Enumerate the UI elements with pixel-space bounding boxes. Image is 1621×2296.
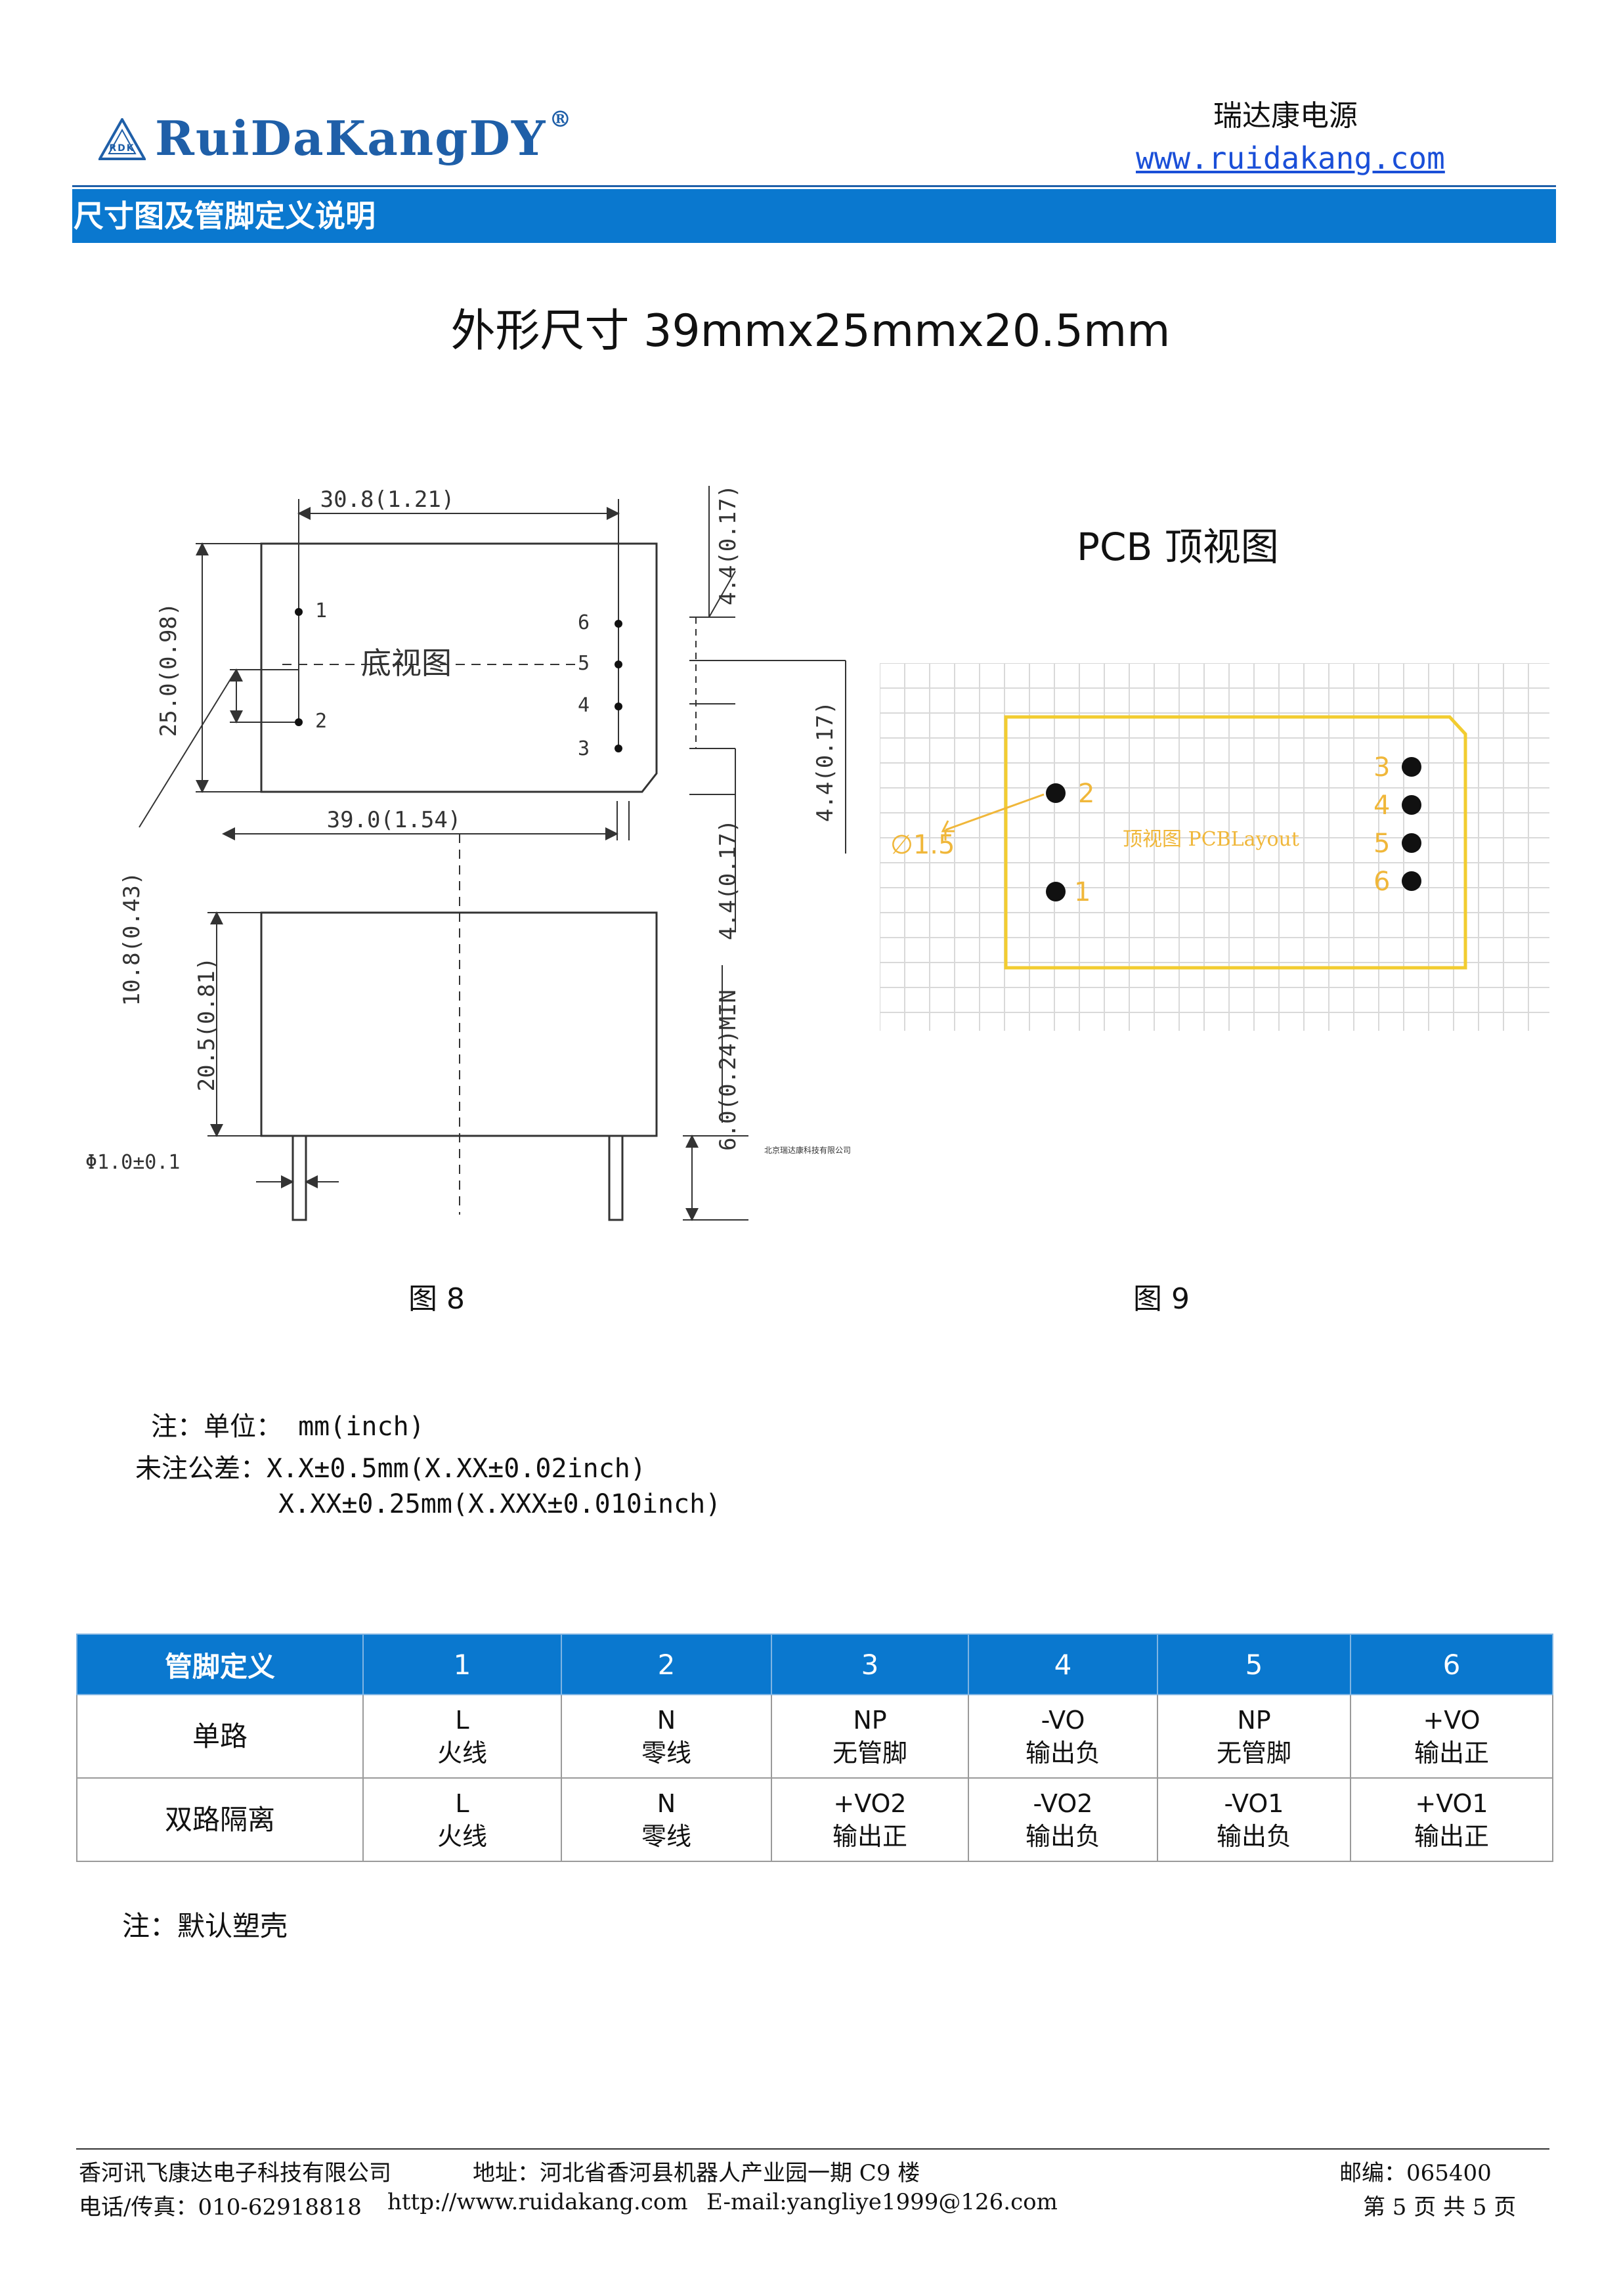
pin-left: [292, 1135, 307, 1221]
section-title: 尺寸图及管脚定义说明: [72, 189, 1556, 243]
pcb-pad-5: [1402, 833, 1421, 853]
footer-url[interactable]: http://www.ruidakang.com: [387, 2189, 688, 2215]
table-header: 管脚定义: [76, 1634, 364, 1695]
footer-page-number: 第 5 页 共 5 页: [1363, 2194, 1517, 2220]
note-tolerance-2: X.XX±0.25mm(X.XXX±0.010inch): [278, 1489, 722, 1519]
table-header: 6: [1350, 1634, 1553, 1695]
pin-label-6: 6: [578, 611, 590, 634]
small-company-text: 北京瑞达康科技有限公司: [764, 1145, 851, 1155]
svg-text:RDK: RDK: [109, 143, 135, 154]
dim-body-height: 20.5(0.81): [194, 957, 220, 1092]
footer-postcode: 邮编：065400: [1339, 2160, 1492, 2186]
pcb-pin-label-5: 5: [1373, 829, 1390, 859]
pcb-pin-label-6: 6: [1373, 867, 1390, 897]
pcb-pin-label-3: 3: [1373, 752, 1390, 783]
dim-bottom-width: 39.0(1.54): [327, 807, 462, 833]
note-tolerance-1: 未注公差：X.X±0.5mm(X.XX±0.02inch): [135, 1454, 646, 1484]
dim-right-top: 4.4(0.17): [715, 485, 741, 605]
registered-mark: ®: [549, 106, 573, 133]
table-header: 1: [362, 1634, 562, 1695]
table-header-row: 管脚定义 1 2 3 4 5 6: [76, 1634, 1553, 1695]
pcb-pin-label-1: 1: [1074, 877, 1091, 907]
pcb-pad-6: [1402, 871, 1421, 891]
dim-pin-length: 6.0(0.24)MIN: [715, 989, 741, 1151]
dim-right-low: 4.4(0.17): [715, 819, 741, 940]
dim-pin-offset: 10.8(0.43): [119, 872, 145, 1007]
figure-caption-8: 图 8: [408, 1282, 465, 1316]
bottom-view-outline: [260, 542, 658, 793]
pcb-layout: 2 1 3 4 5 6 ∅1.5 顶视图 PCBLayout: [880, 663, 1549, 1031]
pin-label-4: 4: [578, 694, 590, 717]
bottom-view-label: 底视图: [361, 645, 452, 681]
row-label: 双路隔离: [76, 1777, 364, 1862]
header-divider: [72, 185, 1556, 187]
footer-divider: [76, 2148, 1549, 2150]
table-header: 5: [1157, 1634, 1351, 1695]
footer-email[interactable]: E-mail:yangliye1999@126.com: [706, 2189, 1058, 2215]
note-unit: 注：单位： mm(inch): [151, 1412, 425, 1442]
pcb-hole-label: ∅1.5: [890, 830, 955, 860]
website-link[interactable]: www.ruidakang.com: [1136, 141, 1445, 176]
table-header: 4: [968, 1634, 1158, 1695]
row-label: 单路: [76, 1694, 364, 1779]
pcb-pin-label-2: 2: [1078, 779, 1094, 809]
pcb-center-label: 顶视图 PCBLayout: [1123, 828, 1299, 851]
pin-label-2: 2: [315, 710, 327, 733]
dim-top-width: 30.8(1.21): [320, 487, 455, 513]
table-header: 3: [771, 1634, 969, 1695]
dim-height-left: 25.0(0.98): [156, 603, 182, 737]
pcb-pad-2: [1046, 783, 1066, 803]
main-title: 外形尺寸 39mmx25mmx20.5mm: [450, 305, 1171, 357]
pin-label-5: 5: [578, 652, 590, 675]
logo-triangle-icon: RDK: [98, 118, 146, 160]
pin-label-1: 1: [315, 599, 327, 622]
pin-label-3: 3: [578, 737, 590, 760]
table-header: 2: [561, 1634, 772, 1695]
pcb-outline: [1004, 715, 1467, 970]
dimension-drawing: 30.8(1.21) 39.0(1.54) 25.0(0.98) 10.8(0.…: [85, 485, 851, 1221]
figure-caption-9: 图 9: [1133, 1282, 1190, 1316]
dim-right-mid: 4.4(0.17): [812, 701, 838, 822]
note-default-case: 注：默认塑壳: [122, 1910, 288, 1942]
footer-phone: 电话/传真：010-62918818: [79, 2194, 362, 2220]
footer-address: 地址：河北省香河县机器人产业园一期 C9 楼: [473, 2160, 920, 2186]
pcb-title: PCB 顶视图: [1077, 525, 1279, 569]
footer-company: 香河讯飞康达电子科技有限公司: [79, 2160, 391, 2186]
company-name-cn: 瑞达康电源: [1213, 99, 1358, 133]
pin-right: [608, 1135, 624, 1221]
pcb-pad-1: [1046, 882, 1066, 901]
logo-text: RuiDaKangDY: [155, 110, 547, 166]
pcb-pin-label-4: 4: [1373, 791, 1390, 821]
company-logo: RDK RuiDaKangDY®: [98, 106, 573, 166]
pcb-pad-3: [1402, 757, 1421, 777]
pcb-pad-4: [1402, 795, 1421, 815]
dim-pin-diameter: Φ1.0±0.1: [85, 1151, 181, 1174]
